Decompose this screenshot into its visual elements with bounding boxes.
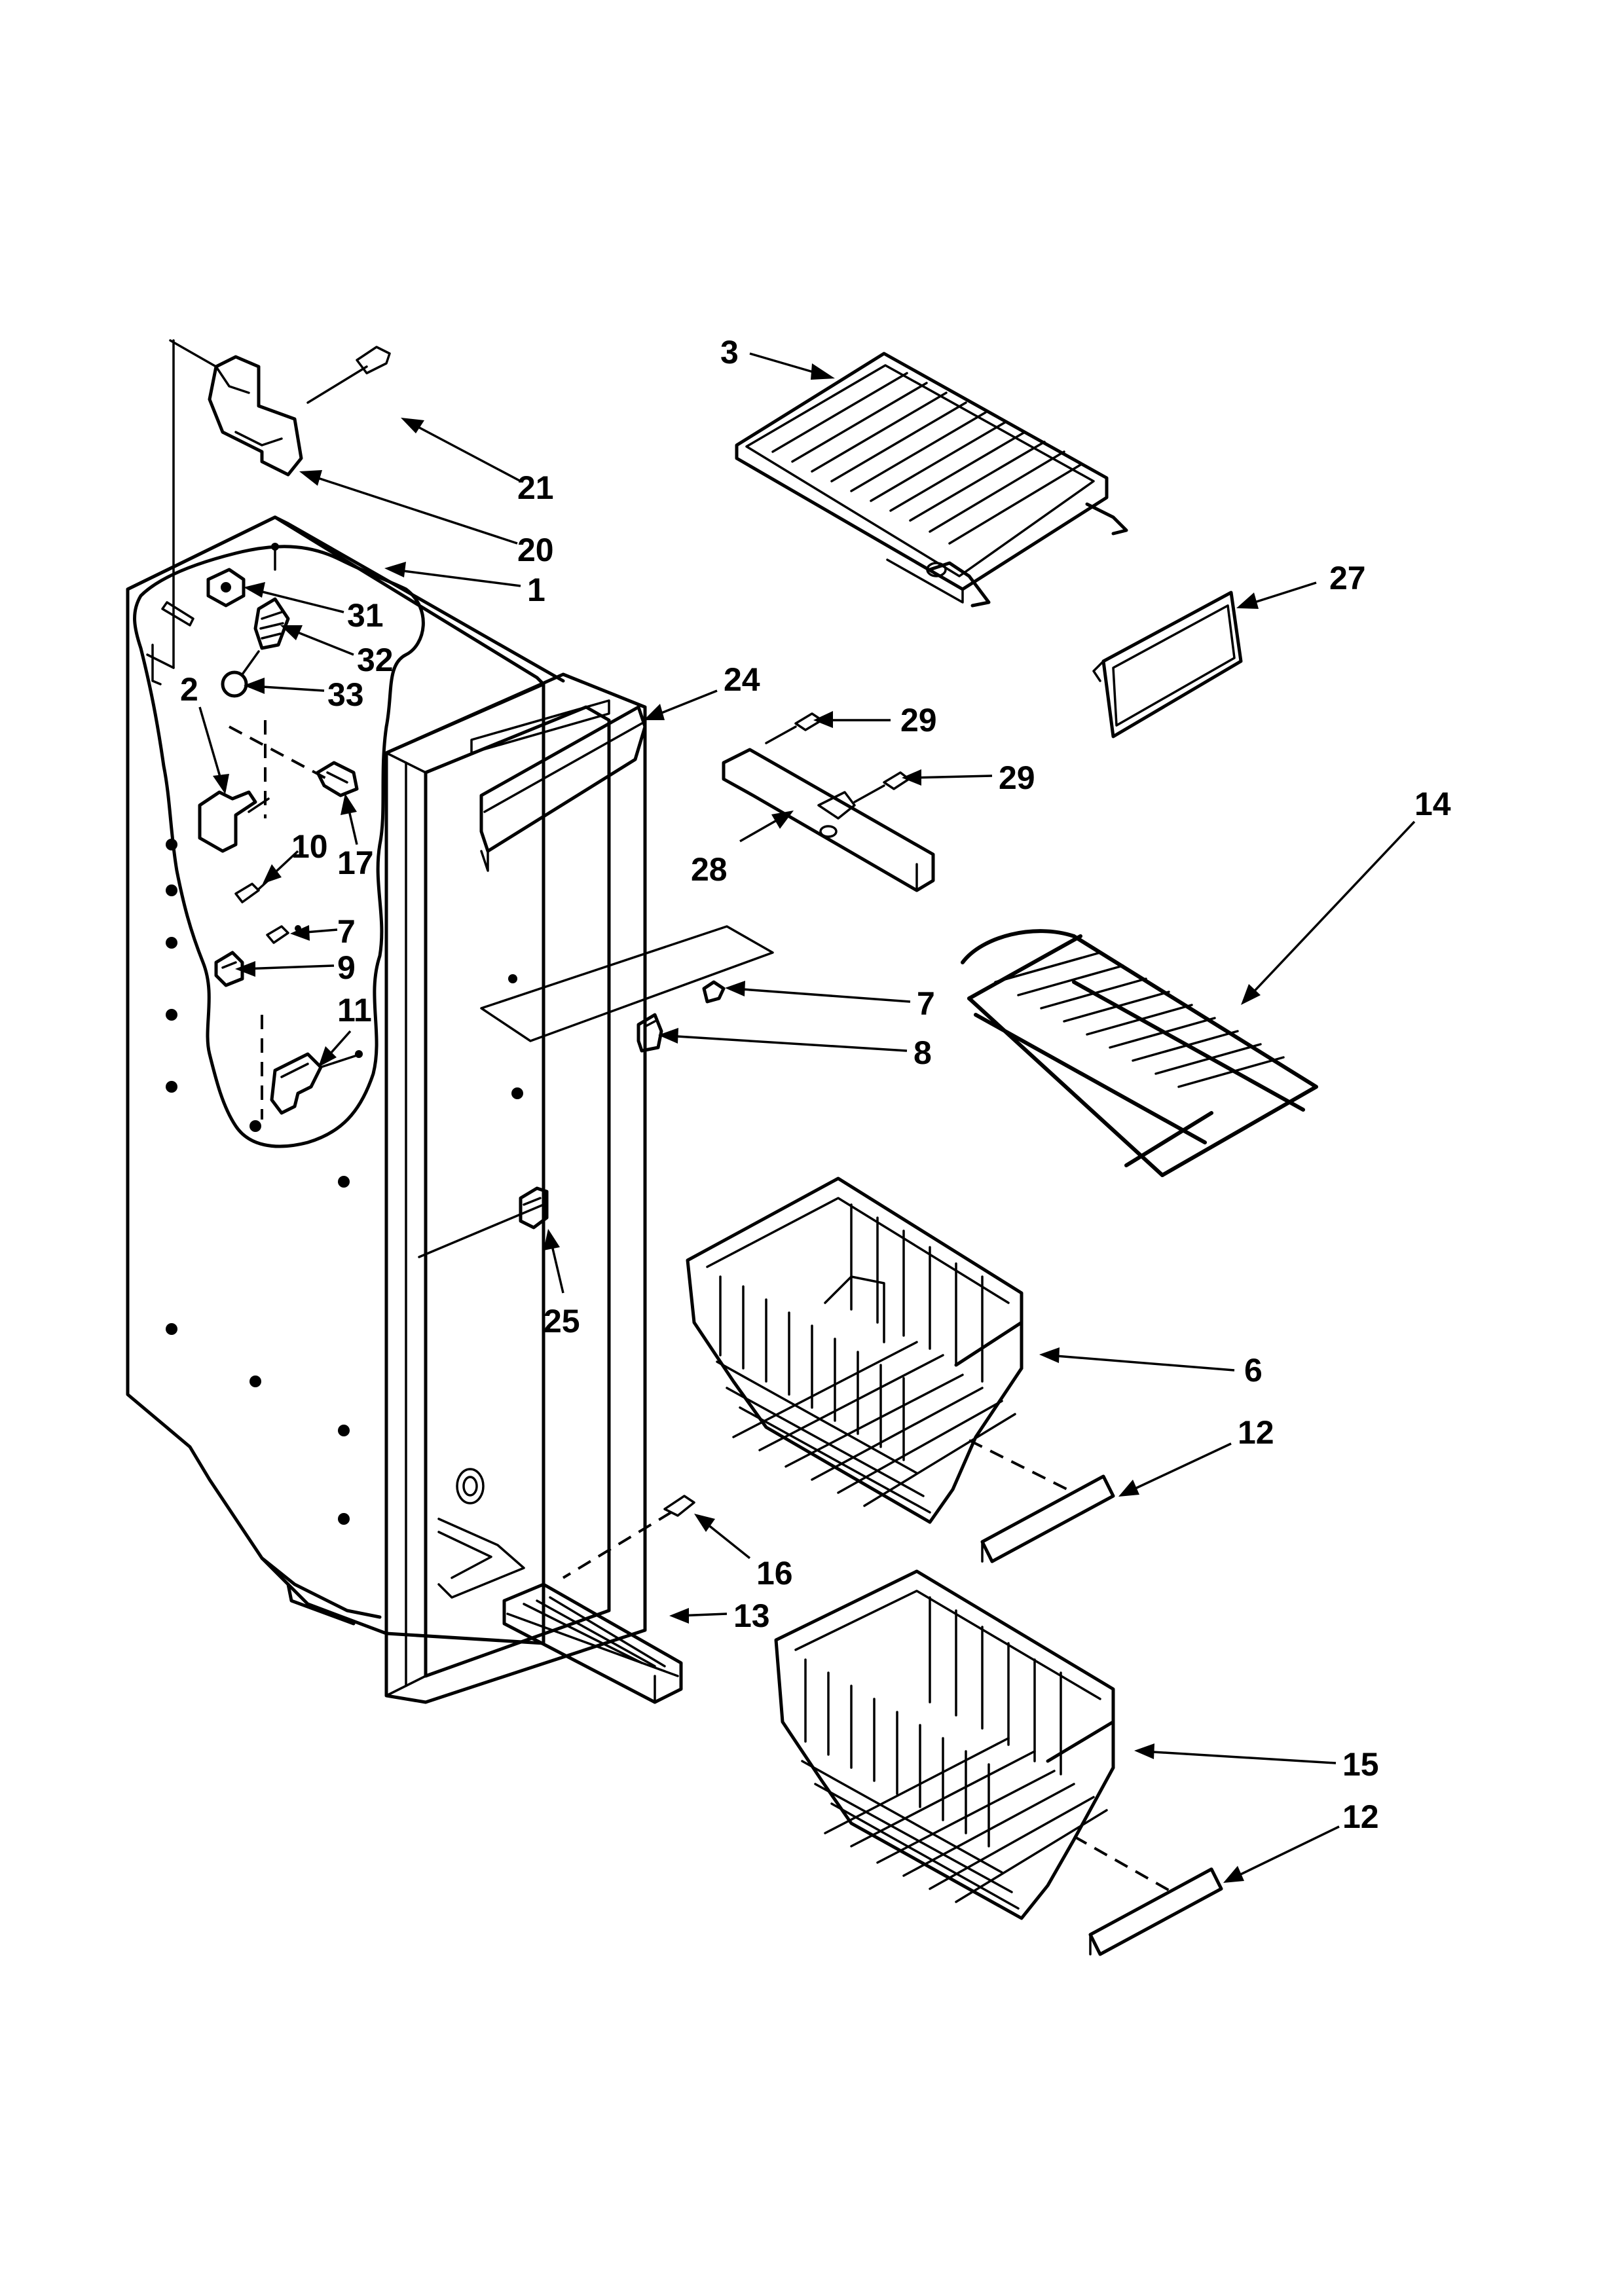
callout-13: 13 [733, 1597, 770, 1634]
callout-15: 15 [1342, 1746, 1379, 1783]
callout-9: 9 [337, 949, 356, 986]
cutaway-outline [133, 545, 425, 1148]
callout-12a: 12 [1238, 1414, 1274, 1451]
light-socket-area [480, 925, 774, 1053]
callout-11: 11 [337, 992, 372, 1029]
screw-16 [562, 1495, 695, 1579]
callout-21: 21 [517, 469, 554, 506]
basket-15 [774, 1569, 1173, 1920]
callout-2: 2 [180, 671, 198, 708]
switch-thermostat-cluster [151, 543, 363, 1115]
callout-labels: 3 21 20 1 27 31 32 33 2 24 29 29 14 28 1… [180, 334, 1451, 1835]
screw-29b [853, 771, 910, 803]
callout-25: 25 [544, 1303, 580, 1339]
callout-14: 14 [1414, 786, 1451, 822]
callout-28: 28 [691, 851, 728, 888]
panel-27 [1092, 591, 1243, 738]
wire-shelf-14 [961, 929, 1318, 1177]
duct-cover-24 [479, 705, 647, 872]
callout-7a: 7 [337, 913, 356, 950]
callout-6: 6 [1244, 1352, 1263, 1389]
callout-7b: 7 [917, 985, 935, 1022]
switch-25 [519, 1186, 549, 1230]
callout-31: 31 [347, 597, 384, 634]
callout-33: 33 [327, 676, 364, 713]
callout-29a: 29 [900, 702, 937, 738]
callout-20: 20 [517, 532, 554, 568]
freezer-liner [126, 515, 647, 1704]
basket-6 [686, 1176, 1075, 1524]
top-hinge-bracket [146, 339, 303, 669]
callout-3: 3 [720, 334, 739, 371]
callout-1: 1 [527, 572, 545, 608]
callout-17: 17 [337, 845, 374, 881]
callout-32: 32 [357, 642, 394, 678]
screw-21 [306, 346, 391, 404]
bracket-28 [722, 748, 935, 892]
callout-27: 27 [1329, 560, 1366, 596]
leader-lines [198, 352, 1416, 1883]
screw-29a [765, 712, 823, 744]
divider-12a [980, 1474, 1115, 1563]
divider-12b [1088, 1867, 1223, 1956]
callout-24: 24 [724, 661, 760, 698]
shelf-3 [735, 352, 1128, 608]
callout-12b: 12 [1342, 1798, 1379, 1835]
kick-grille-13 [502, 1582, 683, 1704]
callout-8: 8 [913, 1034, 932, 1071]
callout-16: 16 [756, 1555, 793, 1592]
callout-29b: 29 [999, 759, 1035, 796]
callout-10: 10 [291, 828, 328, 865]
